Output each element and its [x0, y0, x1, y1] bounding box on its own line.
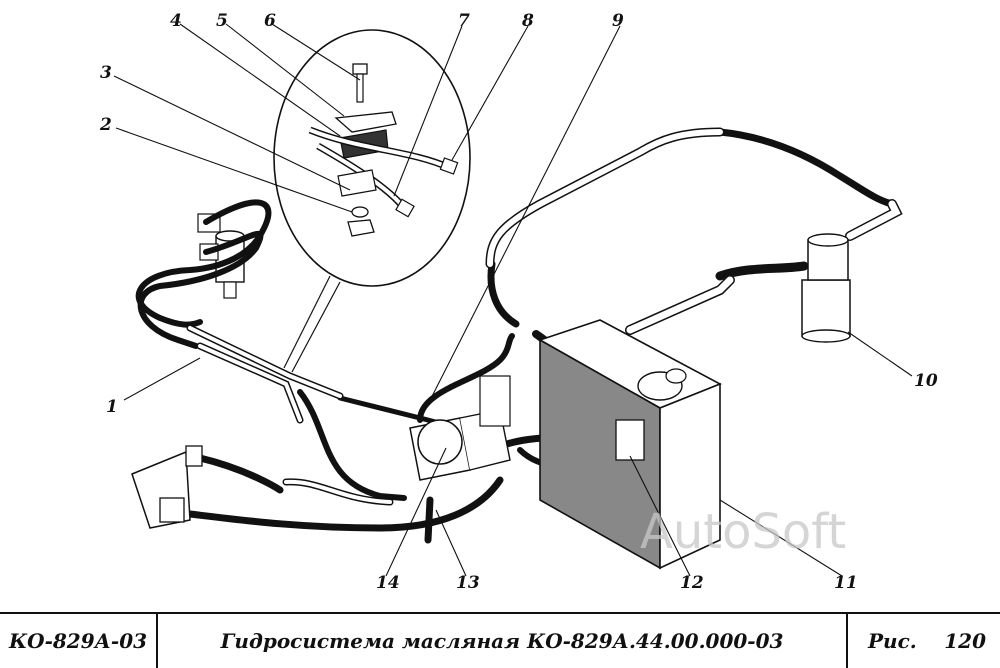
- hydraulic-system-drawing: AutoSoft 1 2 3 4 5 6 7 8 9 10 11 12 13 1…: [99, 11, 938, 593]
- watermark: AutoSoft: [640, 504, 846, 560]
- callout-10: 10: [914, 371, 938, 391]
- hoses: [135, 128, 896, 544]
- control-valve: [131, 445, 203, 529]
- figure-number: 120: [944, 629, 986, 653]
- figure-prefix: Рис.: [868, 629, 917, 653]
- callout-6: 6: [264, 11, 276, 31]
- pump: [409, 375, 511, 481]
- callout-5: 5: [216, 11, 228, 31]
- callout-14: 14: [376, 573, 400, 593]
- callout-1: 1: [106, 397, 118, 417]
- model-code: КО-829А-03: [0, 614, 158, 668]
- bolt-icon: [352, 63, 368, 75]
- callout-7: 7: [458, 11, 470, 31]
- washer-icon: [351, 206, 369, 218]
- detail-inset: [273, 29, 471, 373]
- callout-4: 4: [170, 11, 182, 31]
- oil-filter: [801, 233, 851, 343]
- figure-reference: Рис. 120: [848, 614, 1000, 668]
- callout-13: 13: [456, 573, 480, 593]
- steel-pipes: [186, 127, 903, 506]
- oil-tank: [538, 319, 722, 570]
- callout-labels: 1 2 3 4 5 6 7 8 9 10 11 12 13 14: [99, 11, 938, 593]
- callout-12: 12: [680, 573, 704, 593]
- title-block: КО-829А-03 Гидросистема масляная КО-829А…: [0, 612, 1000, 668]
- nut-icon: [347, 219, 375, 237]
- callout-9: 9: [612, 11, 624, 31]
- callout-8: 8: [521, 11, 534, 31]
- callout-3: 3: [100, 63, 112, 83]
- callout-11: 11: [834, 573, 858, 593]
- leader-lines: [113, 23, 913, 577]
- callout-2: 2: [99, 115, 112, 135]
- drawing-title: Гидросистема масляная КО-829А.44.00.000-…: [158, 614, 848, 668]
